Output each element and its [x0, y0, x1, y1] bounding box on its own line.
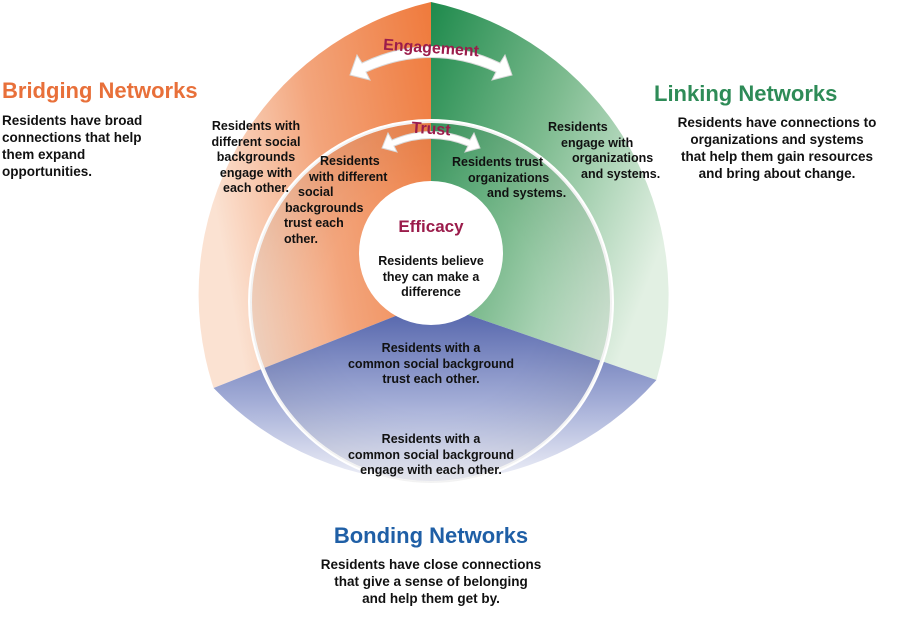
text-line: engage with each other.	[360, 463, 502, 477]
text-line: engage with	[561, 135, 634, 150]
bridging-engagement-text: Residents with different social backgrou…	[196, 119, 316, 197]
text-line: Residents with a	[381, 432, 481, 446]
text-line: backgrounds	[285, 200, 364, 215]
bonding-trust-text: Residents with a common social backgroun…	[336, 341, 526, 388]
desc-line: Residents have close connections	[320, 557, 542, 572]
text-line: backgrounds	[216, 150, 296, 164]
efficacy-line: difference	[401, 285, 461, 299]
text-line: different social	[211, 134, 301, 149]
linking-title: Linking Networks	[654, 81, 838, 106]
text-line: social	[298, 185, 334, 199]
text-line: organizations	[468, 170, 550, 185]
bonding-description: Residents have close connections that gi…	[306, 556, 556, 607]
text-line: Residents with a	[381, 341, 481, 355]
trust-arrow	[381, 131, 481, 153]
bonding-title: Bonding Networks	[333, 523, 529, 548]
desc-line: that help them gain resources	[680, 149, 874, 164]
desc-line: opportunities.	[2, 164, 92, 179]
text-line: each other.	[223, 181, 289, 195]
desc-line: and help them get by.	[362, 591, 500, 606]
efficacy-circle	[359, 181, 503, 325]
bridging-trust-text: Residents with different social backgrou…	[280, 154, 390, 247]
text-line: with different	[309, 169, 388, 184]
desc-line: Residents have connections to	[677, 115, 877, 130]
linking-description: Residents have connections to organizati…	[662, 114, 892, 182]
text-line: engage with	[219, 165, 293, 180]
bridging-title: Bridging Networks	[2, 78, 198, 103]
text-line: Residents	[320, 154, 380, 168]
desc-line: Residents have broad	[2, 113, 143, 128]
efficacy-description: Residents believe they can make a differ…	[361, 254, 501, 301]
bonding-engagement-text: Residents with a common social backgroun…	[336, 432, 526, 479]
text-line: other.	[284, 231, 319, 246]
text-line: and systems.	[581, 166, 661, 181]
desc-line: them expand	[2, 147, 86, 162]
text-line: Residents	[548, 120, 608, 134]
text-line: Residents trust	[452, 155, 543, 169]
desc-line: and bring about change.	[698, 166, 856, 181]
desc-line: connections that help	[2, 130, 142, 145]
engagement-arrow	[349, 46, 513, 81]
efficacy-line: they can make a	[382, 269, 480, 284]
text-line: common social background	[347, 356, 514, 371]
text-line: Residents with	[211, 119, 301, 133]
desc-line: that give a sense of belonging	[334, 574, 528, 589]
efficacy-label: Efficacy	[398, 217, 464, 236]
text-line: organizations	[572, 151, 654, 165]
text-line: common social background	[347, 447, 514, 462]
text-line: trust each	[284, 216, 344, 230]
text-line: trust each other.	[382, 372, 480, 386]
desc-line: organizations and systems	[690, 132, 864, 147]
bridging-description: Residents have broad connections that he…	[2, 112, 142, 180]
linking-engagement-text: Residents engage with organizations and …	[546, 120, 666, 182]
text-line: and systems.	[487, 186, 567, 200]
efficacy-line: Residents believe	[378, 254, 484, 268]
linking-trust-text: Residents trust organizations and system…	[452, 155, 582, 202]
